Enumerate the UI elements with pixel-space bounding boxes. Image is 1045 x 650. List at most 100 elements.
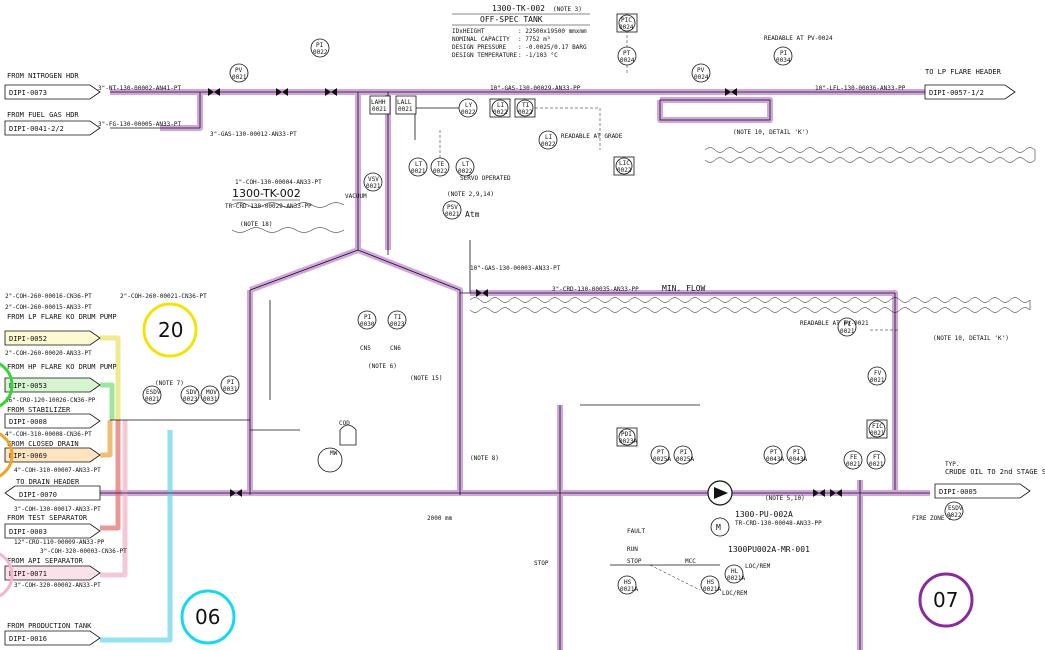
svg-text:LI: LI bbox=[545, 134, 553, 141]
callout-20[interactable]: 20 bbox=[142, 302, 198, 358]
svg-text:HS: HS bbox=[624, 579, 632, 586]
note-servo: SERVO OPERATED bbox=[460, 175, 511, 182]
source-dipi: DIPI-0041-2/2 bbox=[9, 125, 64, 133]
offpage-connector[interactable] bbox=[4, 565, 101, 581]
svg-text:PI: PI bbox=[680, 449, 688, 456]
offpage-connector[interactable] bbox=[4, 377, 101, 393]
svg-text:PT: PT bbox=[657, 449, 665, 456]
line-tag: 2"-COH-260-00015-AN33-PT bbox=[5, 304, 92, 311]
line-tag: 2"-COH-260-00021-CN36-PT bbox=[120, 293, 207, 300]
label-fire-zone: FIRE ZONE 7 bbox=[912, 515, 952, 522]
line-tag: 3"-GAS-130-00012-AN33-PT bbox=[210, 131, 297, 138]
source-label: FROM API SEPARATOR bbox=[7, 557, 84, 565]
pump-tag: 1300-PU-002A bbox=[735, 510, 793, 519]
pump-motor: 1300PU002A-MR-001 bbox=[728, 545, 810, 554]
process-line-tags: 10"-GAS-130-00029-AN33-PP 3"-GAS-130-000… bbox=[210, 85, 706, 293]
line-tag: 16"-CRO-120-10026-CN36-PP bbox=[5, 397, 96, 404]
svg-text:0022: 0022 bbox=[433, 168, 448, 175]
svg-text:0031: 0031 bbox=[203, 396, 218, 403]
svg-text:0021: 0021 bbox=[398, 106, 413, 113]
svg-text:0022: 0022 bbox=[461, 109, 476, 116]
svg-text:LY: LY bbox=[465, 102, 473, 109]
label-mcc: MCC bbox=[685, 558, 696, 565]
offpage-connector[interactable] bbox=[4, 120, 101, 136]
offpage-connector[interactable] bbox=[4, 485, 101, 501]
svg-text:0021: 0021 bbox=[411, 168, 426, 175]
svg-text:PI: PI bbox=[844, 321, 852, 328]
svg-text:PDI: PDI bbox=[621, 431, 632, 438]
line-tag: 10"-LFL-130-00036-AN33-PP bbox=[815, 85, 906, 92]
svg-text:06: 06 bbox=[195, 605, 220, 629]
destination-label: CRUDE OIL TO 2nd STAGE SEP. bbox=[945, 468, 1045, 476]
svg-text:VSV: VSV bbox=[368, 176, 379, 183]
line-tag: 3"-COH-320-00003-CN36-PT bbox=[40, 548, 127, 555]
source-dipi: DIPI-0069 bbox=[9, 452, 47, 460]
label-fault: FAULT bbox=[627, 528, 645, 535]
svg-text:0021: 0021 bbox=[372, 106, 387, 113]
offpage-connector[interactable] bbox=[4, 330, 101, 346]
offpage-connector[interactable] bbox=[4, 413, 101, 429]
pump-1300-pu-002a[interactable]: M 1300-PU-002A TR-CRD-130-00048-AN33-PP … bbox=[707, 480, 822, 554]
offpage-connector[interactable] bbox=[924, 84, 1016, 100]
offpage-connector[interactable] bbox=[934, 483, 1031, 499]
spec-value: : 7752 m³ bbox=[518, 36, 551, 43]
svg-text:0034: 0034 bbox=[776, 57, 791, 64]
callout-07[interactable]: 07 bbox=[918, 572, 974, 628]
callout-06[interactable]: 06 bbox=[180, 589, 236, 645]
annotations: READABLE AT PV-0024 READABLE AT FV-0021 … bbox=[155, 35, 1009, 522]
highlighted-process-lines bbox=[100, 89, 930, 650]
note-5-10: (NOTE 5,10) bbox=[765, 495, 805, 502]
source-dipi: DIPI-0003 bbox=[9, 528, 47, 536]
destination-label: TO LP FLARE HEADER bbox=[925, 68, 1002, 76]
partial-callouts bbox=[0, 362, 14, 598]
offpage-connector[interactable] bbox=[4, 84, 101, 100]
svg-text:0021: 0021 bbox=[232, 74, 247, 81]
offpage-connector[interactable] bbox=[4, 630, 101, 646]
note-readable-grade: READABLE AT GRADE bbox=[561, 133, 623, 140]
offpage-connector[interactable] bbox=[4, 447, 101, 463]
offpage-connector[interactable] bbox=[4, 523, 101, 539]
svg-text:0021A: 0021A bbox=[727, 575, 745, 582]
svg-text:20: 20 bbox=[158, 318, 183, 342]
destination-connectors: TO LP FLARE HEADER DIPI-0057-1/2 10"-LFL… bbox=[815, 68, 1045, 499]
